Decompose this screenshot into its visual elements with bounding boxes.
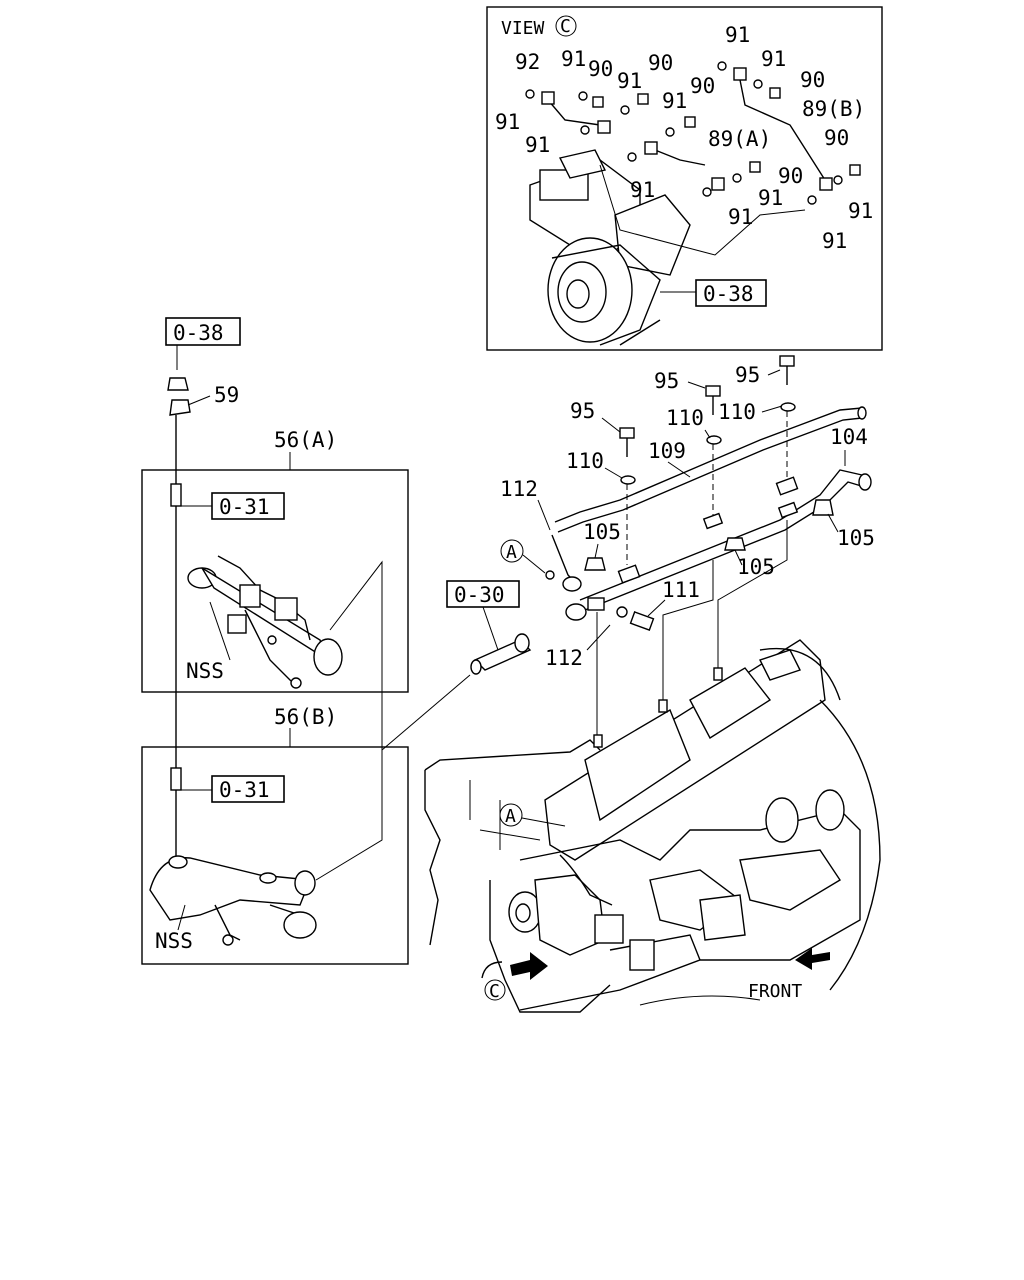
label-91e: 91	[662, 89, 687, 113]
ref-box-0-30	[446, 580, 520, 608]
marker-a-2	[499, 803, 523, 827]
bolts-95	[619, 355, 795, 457]
marker-a-2-letter: A	[505, 806, 516, 827]
ref-box-0-38-top	[165, 317, 241, 346]
ref-box-0-31-a	[211, 492, 285, 520]
engine-block: A C FRONT	[424, 639, 881, 1013]
label-91d: 91	[525, 133, 550, 157]
callout-104: 104	[830, 425, 868, 449]
callout-110b: 110	[718, 400, 756, 424]
pipe-89a	[649, 147, 706, 166]
manifold-56a	[187, 555, 343, 689]
pipe-89b	[739, 79, 826, 181]
ref-0-31-a: 0-31	[219, 495, 270, 519]
callout-110c: 110	[566, 449, 604, 473]
label-90e: 90	[824, 126, 849, 150]
label-91i: 91	[758, 186, 783, 210]
ref-0-38-view: 0-38	[703, 282, 754, 306]
manifold-56b	[149, 855, 317, 946]
label-91l: 91	[822, 229, 847, 253]
label-91c: 91	[495, 110, 520, 134]
view-c-inset: VIEW C	[486, 6, 883, 351]
nss-a: NSS	[186, 659, 224, 683]
marker-c-view-letter: C	[489, 981, 500, 1002]
callout-111: 111	[662, 578, 700, 602]
front-arrow-icon	[795, 948, 830, 970]
callout-56b: 56(B)	[274, 705, 337, 729]
pipe-104	[579, 469, 863, 601]
clip-59	[169, 399, 191, 416]
ref-0-31-b: 0-31	[219, 778, 270, 802]
label-90c: 90	[690, 74, 715, 98]
label-89b: 89(B)	[802, 97, 865, 121]
ref-0-38-top: 0-38	[173, 321, 224, 345]
label-91f: 91	[725, 23, 750, 47]
view-c-arrow	[510, 952, 548, 980]
front-label: FRONT	[748, 981, 802, 1002]
view-mark-letter: C	[560, 16, 571, 37]
box-56b	[141, 746, 409, 965]
compressor-on-engine	[508, 854, 624, 956]
callout-112b: 112	[545, 646, 583, 670]
callout-95b: 95	[735, 363, 760, 387]
leader-lines	[599, 164, 806, 256]
washers-bolts	[525, 61, 861, 205]
callout-109: 109	[648, 439, 686, 463]
callout-110a: 110	[666, 406, 704, 430]
ref-box-0-38-view	[695, 279, 767, 307]
label-90a: 90	[588, 57, 613, 81]
callout-95a: 95	[654, 369, 679, 393]
box-56a	[141, 469, 409, 693]
callout-59: 59	[214, 383, 239, 407]
main-assembly: 95 95 95 110 110 110 109 104 112 105 105…	[381, 355, 875, 751]
label-91h: 91	[630, 178, 655, 202]
callout-95c: 95	[570, 399, 595, 423]
view-mark-circle	[555, 15, 577, 37]
label-91a: 91	[561, 47, 586, 71]
callout-112a: 112	[500, 477, 538, 501]
label-91k: 91	[848, 199, 873, 223]
label-89a: 89(A)	[708, 127, 771, 151]
view-title: VIEW	[501, 18, 545, 39]
label-90f: 90	[778, 164, 803, 188]
nss-b: NSS	[155, 929, 193, 953]
pipe-92	[547, 99, 601, 126]
label-91b: 91	[617, 69, 642, 93]
label-91g: 91	[761, 47, 786, 71]
marker-a-1-letter: A	[506, 542, 517, 563]
nut-59-top	[167, 377, 189, 391]
marker-a-1	[500, 539, 524, 563]
callout-105c: 105	[837, 526, 875, 550]
callout-105b: 105	[737, 555, 775, 579]
air-compressor	[529, 149, 691, 346]
pipe-109	[554, 407, 863, 523]
callout-105a: 105	[583, 520, 621, 544]
label-92: 92	[515, 50, 540, 74]
marker-c-view	[484, 979, 506, 1001]
ref-box-0-31-b	[211, 775, 285, 803]
ref-0-30: 0-30	[454, 583, 505, 607]
label-91j: 91	[728, 205, 753, 229]
label-90d: 90	[800, 68, 825, 92]
callout-56a: 56(A)	[274, 428, 337, 452]
left-column: 0-38 59 56(A) 0-31 NSS	[141, 317, 409, 965]
view-c-frame	[486, 6, 883, 351]
label-90b: 90	[648, 51, 673, 75]
